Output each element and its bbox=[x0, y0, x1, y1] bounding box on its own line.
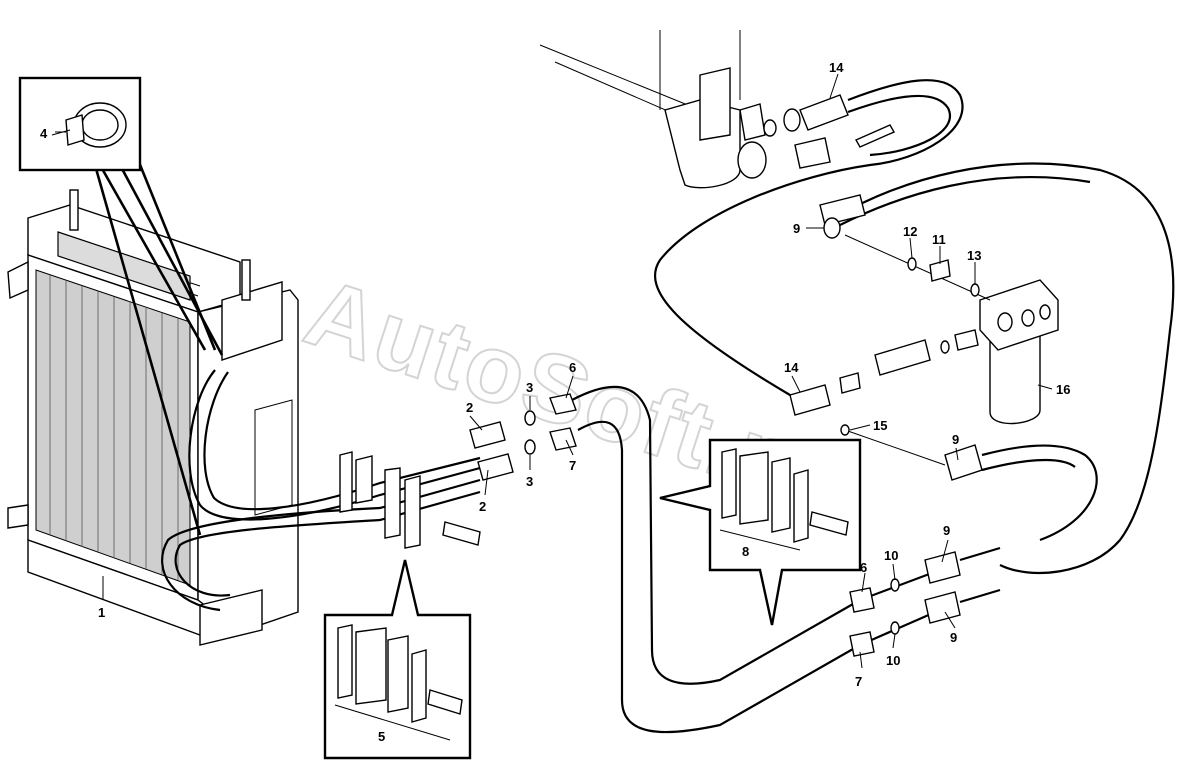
fitting-9-mid bbox=[944, 444, 983, 481]
return-hose-loop bbox=[654, 79, 1175, 575]
callout-7-left: 7 bbox=[569, 458, 576, 473]
fitting-2-upper bbox=[469, 421, 506, 449]
hose-clamp-installed bbox=[339, 451, 481, 549]
washer-13 bbox=[970, 283, 980, 297]
callout-12: 12 bbox=[903, 224, 917, 239]
washer-3-upper bbox=[524, 410, 536, 426]
detail-box-8 bbox=[659, 438, 862, 626]
callout-6-left: 6 bbox=[569, 360, 576, 375]
nut-6-right bbox=[849, 587, 875, 613]
callout-1: 1 bbox=[98, 605, 105, 620]
callout-2-upper: 2 bbox=[466, 400, 473, 415]
nut-7-left bbox=[549, 427, 577, 451]
callout-8: 8 bbox=[742, 544, 749, 559]
outlet-washer bbox=[940, 340, 950, 354]
outlet-adapter bbox=[954, 329, 979, 351]
fitting-9-upper bbox=[924, 551, 961, 584]
cooler-hoses bbox=[161, 369, 481, 612]
callout-3-lower: 3 bbox=[526, 474, 533, 489]
radiator-assembly bbox=[7, 189, 299, 646]
callout-14-lower: 14 bbox=[784, 360, 799, 375]
callout-9-mid: 9 bbox=[952, 432, 959, 447]
callout-4: 4 bbox=[40, 126, 48, 141]
callout-10-upper: 10 bbox=[884, 548, 898, 563]
callout-7-right: 7 bbox=[855, 674, 862, 689]
callout-6-right: 6 bbox=[860, 560, 867, 575]
line-15 bbox=[844, 429, 946, 466]
callout-11: 11 bbox=[932, 232, 946, 247]
callout-16: 16 bbox=[1056, 382, 1070, 397]
filter-inlet-line bbox=[844, 234, 991, 301]
detail-box-4 bbox=[18, 76, 224, 536]
callout-14-top: 14 bbox=[829, 60, 844, 75]
callout-15: 15 bbox=[873, 418, 887, 433]
washer-12 bbox=[907, 257, 917, 271]
nut-6-left bbox=[549, 393, 577, 415]
detail-box-5 bbox=[323, 559, 472, 760]
callout-13: 13 bbox=[967, 248, 981, 263]
callout-9-upper-right: 9 bbox=[943, 523, 950, 538]
washer-15 bbox=[840, 424, 850, 436]
oil-filter-assembly bbox=[979, 279, 1059, 425]
elbow-14 bbox=[789, 384, 831, 416]
callout-2-lower: 2 bbox=[479, 499, 486, 514]
adapter-11 bbox=[929, 259, 951, 282]
washer-10-upper bbox=[890, 578, 900, 592]
callout-5: 5 bbox=[378, 729, 385, 744]
nut-7-right bbox=[849, 631, 875, 657]
callout-10-lower: 10 bbox=[886, 653, 900, 668]
fitting-9-lower bbox=[924, 591, 961, 624]
washer-3-lower bbox=[524, 439, 536, 455]
check-valve bbox=[874, 339, 931, 376]
nut-9-top bbox=[823, 217, 841, 239]
long-pipe-runs bbox=[571, 385, 941, 734]
adapter-14-lower bbox=[839, 372, 861, 394]
washer-10-lower bbox=[890, 621, 900, 635]
callout-3-upper: 3 bbox=[526, 380, 533, 395]
leader-lines bbox=[51, 73, 1053, 669]
callout-9-top: 9 bbox=[793, 221, 800, 236]
callout-labels: 4 1 2 2 3 3 6 7 5 8 6 7 10 10 9 9 9 9 12… bbox=[40, 60, 1070, 744]
fitting-2-lower bbox=[477, 453, 514, 481]
callout-9-lower-right: 9 bbox=[950, 630, 957, 645]
engine-mount-top bbox=[539, 30, 895, 189]
